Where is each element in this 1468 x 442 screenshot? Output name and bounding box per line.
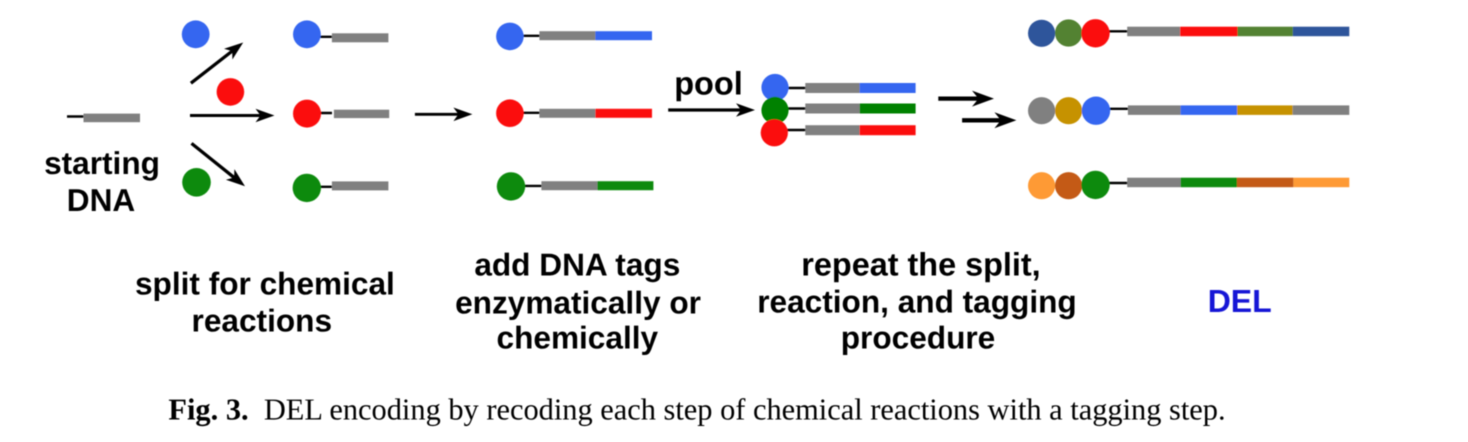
svg-text:DEL: DEL <box>1208 283 1272 319</box>
svg-text:reaction, and tagging: reaction, and tagging <box>757 284 1076 320</box>
svg-text:reactions: reactions <box>192 302 332 338</box>
svg-text:procedure: procedure <box>841 320 996 356</box>
svg-text:pool: pool <box>674 66 743 102</box>
svg-text:Fig. 3. DEL encoding by recod: Fig. 3. DEL encoding by recoding each st… <box>168 393 1225 427</box>
svg-text:starting: starting <box>44 145 160 181</box>
svg-text:DNA: DNA <box>67 182 135 218</box>
svg-text:repeat the split,: repeat the split, <box>801 246 1040 282</box>
svg-text:add DNA tags: add DNA tags <box>474 246 680 282</box>
svg-text:enzymatically or: enzymatically or <box>455 284 701 320</box>
svg-text:split for chemical: split for chemical <box>135 266 395 302</box>
svg-text:chemically: chemically <box>497 320 659 356</box>
